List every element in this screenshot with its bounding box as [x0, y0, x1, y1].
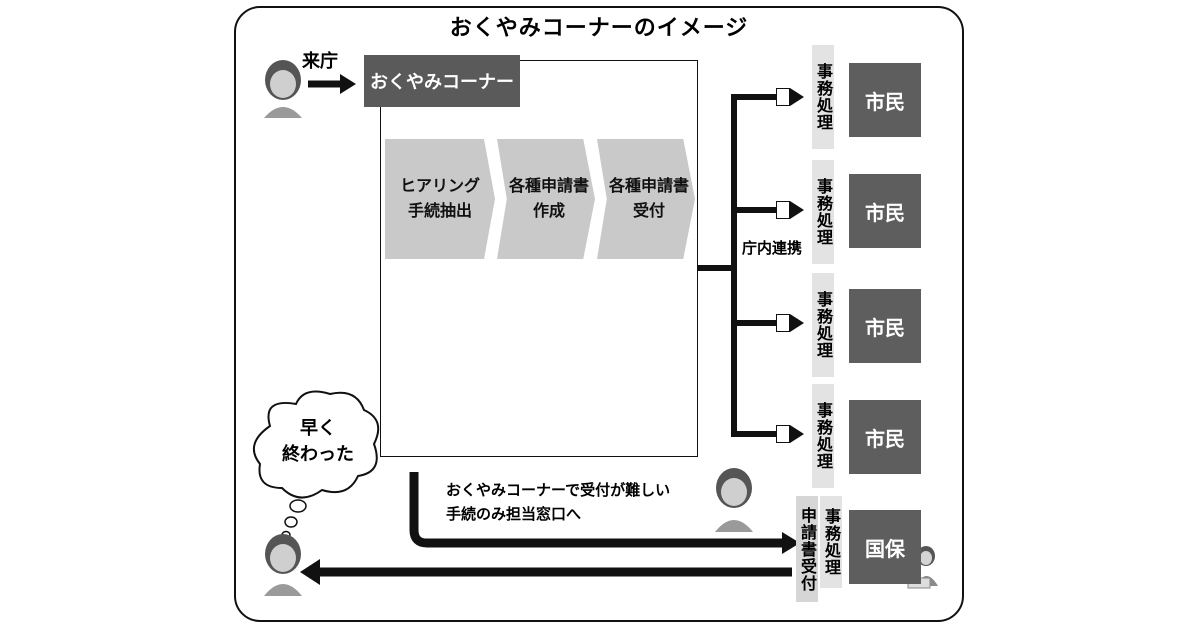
step-hearing-line2: 手続抽出	[407, 201, 472, 220]
office-task-label: 事務処理	[814, 291, 833, 359]
diagram-title: おくやみコーナーのイメージ	[449, 16, 749, 41]
desk-note-line1: おくやみコーナーで受付が難しい	[446, 481, 671, 499]
citizen-box-2: 市民	[849, 174, 921, 248]
kokuho-box: 国保	[849, 510, 921, 584]
desk-path	[409, 472, 786, 548]
bubble-dot-2	[284, 516, 298, 528]
branch-4-arrowhead	[790, 425, 804, 443]
bubble-dot-1	[289, 499, 307, 513]
step-receive-line2: 受付	[632, 201, 665, 220]
bubble-text: 早く 終わった	[270, 416, 366, 468]
office-task-label: 事務処理	[814, 402, 833, 470]
step-create-line1: 各種申請書	[508, 176, 589, 196]
step-create: 各種申請書 作成	[497, 139, 595, 259]
step-hearing: ヒアリング 手続抽出	[385, 139, 495, 259]
branch-2-arrowhead	[790, 201, 804, 219]
step-create-line2: 作成	[532, 201, 565, 220]
document-icon	[776, 314, 790, 332]
citizen-box-4: 市民	[849, 400, 921, 474]
application-receipt-label: 申請書受付	[798, 506, 817, 592]
diagram-frame	[234, 6, 964, 622]
document-icon	[776, 88, 790, 106]
branch-1-arrowhead	[790, 88, 804, 106]
visit-arrowhead	[340, 74, 356, 94]
office-task-4: 事務処理	[812, 384, 834, 488]
thought-bubble	[252, 390, 380, 499]
application-receipt: 申請書受付	[796, 496, 818, 602]
citizen-box-3: 市民	[849, 289, 921, 363]
visit-label: 来庁	[302, 51, 338, 72]
step-hearing-line1: ヒアリング	[399, 176, 480, 196]
step-receive-line1: 各種申請書	[608, 176, 689, 196]
return-arrowhead	[300, 559, 320, 585]
office-task-2: 事務処理	[812, 160, 834, 264]
document-icon	[776, 201, 790, 219]
visitor-icon	[264, 60, 302, 118]
internal-link-label: 庁内連携	[740, 236, 805, 259]
visitor-return-icon	[264, 534, 302, 596]
office-task-label: 事務処理	[814, 63, 833, 131]
step-receive: 各種申請書 受付	[597, 139, 695, 259]
branch-3-arrowhead	[790, 314, 804, 332]
document-icon	[776, 425, 790, 443]
office-task-label: 事務処理	[822, 508, 841, 576]
citizen-box-1: 市民	[849, 63, 921, 137]
desk-note-line2: 手続のみ担当窓口へ	[446, 505, 582, 523]
bubble-line2: 終わった	[282, 444, 354, 466]
desk-note: おくやみコーナーで受付が難しい 手続のみ担当窓口へ	[446, 478, 670, 526]
desk-staff-icon	[715, 468, 753, 532]
desk-arrowhead	[782, 532, 800, 554]
bubble-line1: 早く	[300, 418, 336, 439]
office-task-kokuho: 事務処理	[820, 496, 842, 588]
office-task-3: 事務処理	[812, 273, 834, 377]
office-task-1: 事務処理	[812, 45, 834, 149]
office-task-label: 事務処理	[814, 178, 833, 246]
okuyami-corner-label: おくやみコーナー	[364, 55, 520, 107]
